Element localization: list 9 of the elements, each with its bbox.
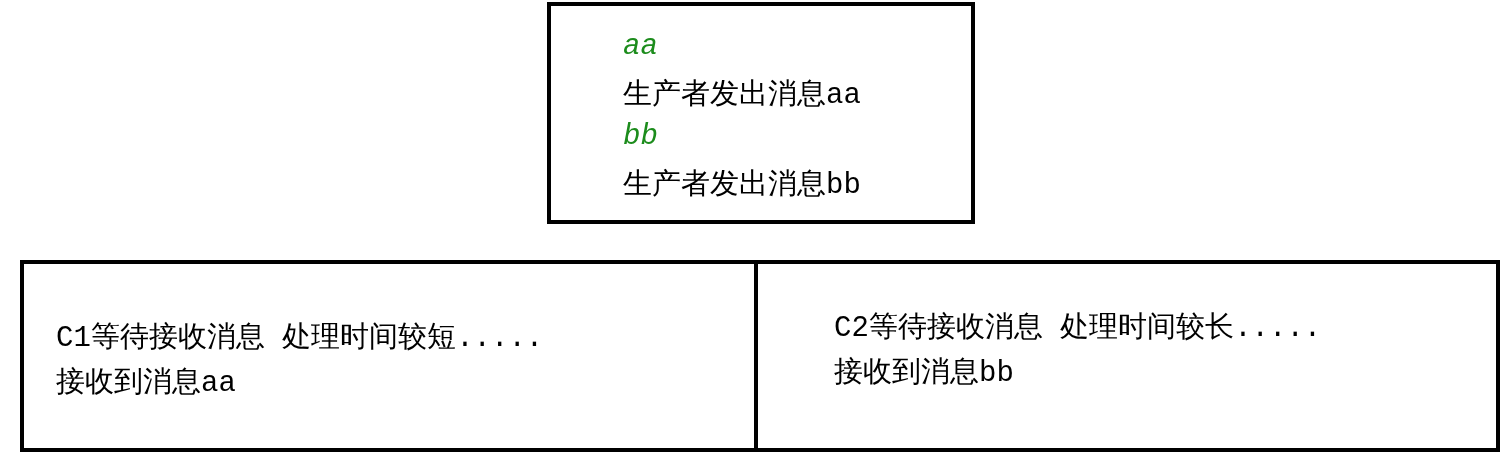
message-text: 生产者发出消息aa (623, 78, 861, 114)
message-text: 接收到消息bb (834, 356, 1014, 392)
message-name: bb (623, 119, 658, 155)
message-box (547, 2, 975, 224)
message-text: 生产者发出消息bb (623, 168, 861, 204)
message-text: C1等待接收消息 处理时间较短..... (56, 321, 544, 357)
message-text: C2等待接收消息 处理时间较长..... (834, 311, 1322, 347)
message-text: 接收到消息aa (56, 366, 236, 402)
message-name: aa (623, 29, 658, 65)
